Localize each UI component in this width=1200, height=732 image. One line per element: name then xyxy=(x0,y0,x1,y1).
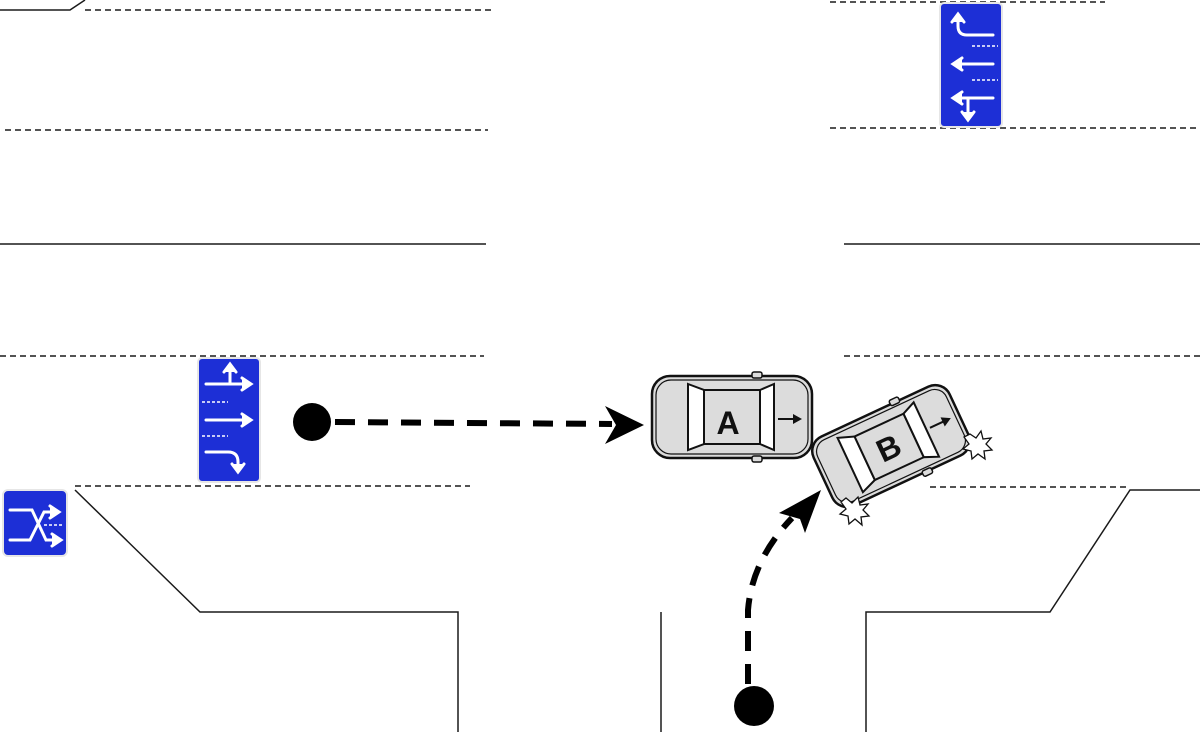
path-arrowhead xyxy=(605,406,644,444)
vehicle-car-b: B xyxy=(810,383,972,509)
path-start-marker xyxy=(734,686,774,726)
road-edge-top-left-corner xyxy=(0,0,86,11)
collision-burst-icon xyxy=(838,429,994,527)
lane-direction-arrows-right-icon xyxy=(197,357,261,483)
vehicle-label: A xyxy=(716,405,739,441)
lane-change-arrow-icon xyxy=(2,489,68,557)
lane-direction-arrows-left-icon xyxy=(939,2,1003,128)
curb-bottom-right xyxy=(865,489,1200,732)
path-car-a xyxy=(293,403,644,444)
path-car-b xyxy=(734,490,821,726)
vehicle-car-a: A xyxy=(650,371,814,463)
path-arrowhead xyxy=(779,490,821,533)
path-start-marker xyxy=(293,403,331,441)
curb-bottom-left xyxy=(74,489,459,732)
